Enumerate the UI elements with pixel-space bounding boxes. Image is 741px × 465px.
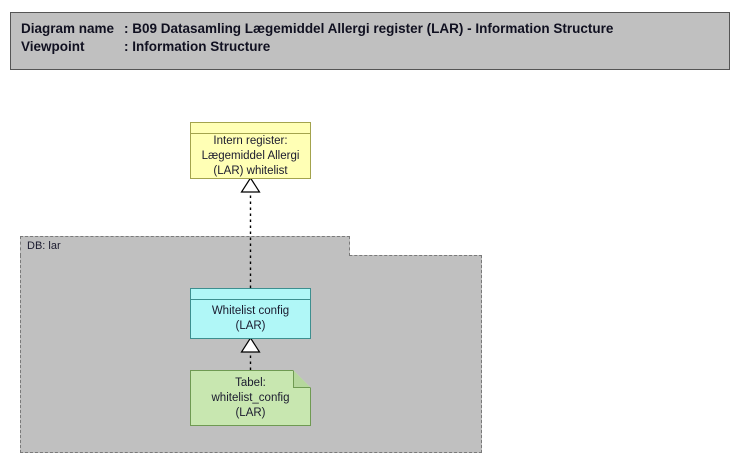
viewpoint-separator: :: [124, 39, 129, 54]
node-whitelist-config-label: Whitelist config (LAR): [211, 305, 290, 332]
viewpoint-line: Viewpoint: Information Structure: [21, 38, 729, 56]
node-intern-register[interactable]: Intern register: Lægemiddel Allergi (LAR…: [190, 122, 311, 179]
node-tabel-whitelist-config-label: Tabel: whitelist_config (LAR): [211, 376, 290, 419]
node-intern-register-label: Intern register: Lægemiddel Allergi (LAR…: [201, 135, 300, 177]
node-tabel-whitelist-config[interactable]: Tabel: whitelist_config (LAR): [190, 370, 311, 426]
diagram-name-line: Diagram name: B09 Datasamling Lægemiddel…: [21, 20, 729, 38]
node-intern-register-header-band: [191, 123, 310, 134]
diagram-name-label: Diagram name: [21, 21, 115, 36]
viewpoint-label: Viewpoint: [21, 39, 85, 54]
node-whitelist-config-header-band: [191, 289, 310, 300]
group-db-lar-tab: [20, 236, 350, 256]
group-db-lar-label: DB: lar: [27, 240, 61, 252]
diagram-header-bar: Diagram name: B09 Datasamling Lægemiddel…: [10, 12, 730, 70]
node-whitelist-config[interactable]: Whitelist config (LAR): [190, 288, 311, 339]
diagram-name-value: B09 Datasamling Lægemiddel Allergi regis…: [132, 21, 614, 36]
note-body: [190, 370, 311, 426]
diagram-name-separator: :: [124, 21, 129, 36]
viewpoint-value: Information Structure: [132, 39, 271, 54]
